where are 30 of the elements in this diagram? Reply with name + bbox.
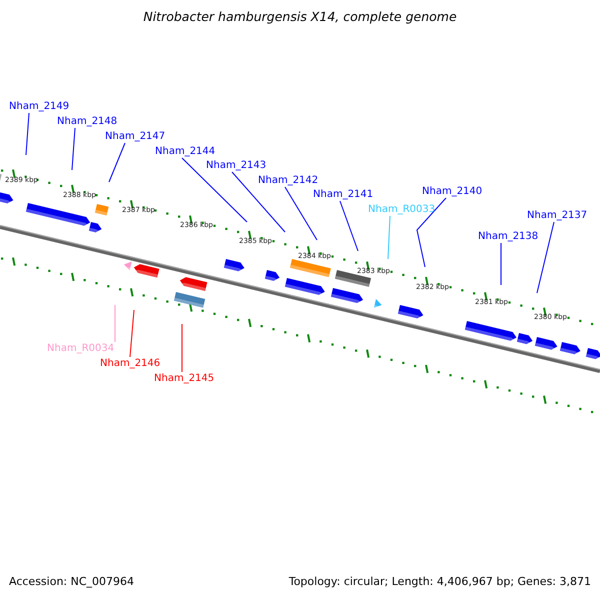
leader-line xyxy=(416,198,446,268)
gene-label: Nham_2147 xyxy=(105,130,166,143)
gene-label: Nham_2143 xyxy=(206,159,266,172)
leader-line xyxy=(114,304,116,342)
title: Nitrobacter hamburgensis X14, complete genome xyxy=(142,10,458,23)
gene-label: Nham_2141 xyxy=(313,188,374,201)
gene-label: Nham_2137 xyxy=(527,209,588,222)
gene-label: Nham_R0034 xyxy=(47,342,114,355)
gene-label: Nham_2140 xyxy=(422,185,482,198)
leader-line xyxy=(26,112,30,156)
leader-line xyxy=(72,128,76,170)
leader-line xyxy=(340,200,358,252)
gene-label: Nham_2144 xyxy=(155,145,216,158)
gene-label: Nham_2148 xyxy=(57,115,118,128)
leader-line xyxy=(536,222,554,294)
gene-label: Nham_2149 xyxy=(9,100,70,113)
gene-label: Nham_2145 xyxy=(154,372,214,385)
leader-line xyxy=(500,242,502,286)
genome-summary-text: Topology: circular; Length: 4,406,967 bp; Genes: 3,871 xyxy=(288,575,591,588)
leader-line xyxy=(130,310,134,358)
gene-label: Nham_2142 xyxy=(258,174,318,187)
leader-line xyxy=(232,172,286,232)
accession-text: Accession: NC_007964 xyxy=(9,575,134,588)
leader-line xyxy=(108,142,126,182)
leader-line xyxy=(284,186,318,240)
gene-label: Nham_2138 xyxy=(478,230,538,243)
leader-line xyxy=(182,158,248,222)
gene-label: Nham_R0033 xyxy=(368,203,436,216)
leader-line xyxy=(388,216,390,260)
gene-label: Nham_2146 xyxy=(100,357,160,370)
